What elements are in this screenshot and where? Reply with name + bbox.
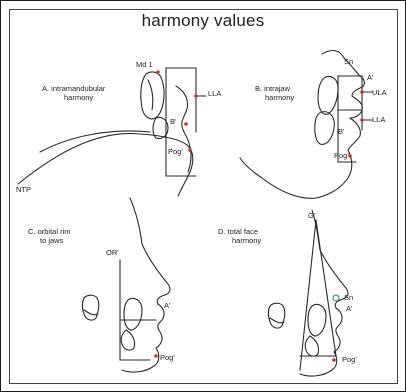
panel-a-label-b: B' [170,117,177,126]
panel-d-label-g: G' [308,211,316,220]
panel-a-profile [18,133,193,196]
panel-c-forehead [130,198,142,244]
panel-c-lips [156,304,164,348]
panel-c-incisors [124,298,142,330]
panel-b-label-ula: ULA [372,88,387,97]
panel-d-label-pog: Pog' [342,355,357,364]
panel-b-ula-dot [360,90,364,94]
panel-d-pog-dot [332,358,336,362]
panel-a-lla-dot [194,94,198,98]
panel-b-label-sn: Sn [344,57,353,66]
panel-b-lla-dot [360,118,364,122]
panel-a-b-dot [184,122,188,126]
panel-d-g-line-2 [316,220,336,356]
panel-b-drawing [240,51,372,199]
panel-c-label-or: OR' [106,248,119,257]
panel-c-heading-line2: to jaws [40,236,64,245]
panel-c-label-pog: Pog' [160,353,175,362]
panel-c-heading-line1: C. orbital rim [28,227,71,236]
panel-b-upper-incisor [318,76,338,114]
panel-c-label-a: A' [164,301,171,310]
panel-b-neck [240,158,316,198]
panel-c-molar [83,295,99,320]
panel-d-drawing [269,210,349,376]
panel-a-label-lla: LLA [208,89,221,98]
panel-a-heading-line2: harmony [64,93,93,102]
panel-d-heading-line2: harmony [232,236,261,245]
panel-d-lips [334,308,342,352]
panel-d-heading-line1: D. total face [218,227,258,236]
panel-c-drawing [83,198,171,372]
panel-b-heading-line2: harmony [265,93,294,102]
panel-b-lower-lip [348,118,360,150]
panel-b-upper-lip [350,96,362,118]
panel-a-md1-dot [156,70,160,74]
panel-a-pog-dot [188,148,192,152]
panel-a-mandible-line [40,131,150,152]
panel-d-incisors [308,304,326,336]
panel-a-soft-chin [184,132,191,172]
panel-d-sn-marker [333,295,339,301]
panel-a-heading-line1: A. intramandubular [42,84,106,93]
panel-a-label-pog: Pog' [168,147,183,156]
panel-b-label-a: A' [367,73,374,82]
panel-c-nose [142,244,170,304]
panel-c-pog-dot [154,354,158,358]
panel-a-label-md1: Md 1 [136,60,153,69]
panel-b-label-pog: Pog' [334,151,349,160]
panel-b-label-lla: LLA [372,115,385,124]
panel-b-label-b: B' [338,127,345,136]
panel-a-label-ntp: NTP [16,185,31,194]
panel-b-lower-incisor [315,112,335,145]
panel-d-label-a: A' [346,304,353,313]
panel-d-g-line-1 [300,220,316,370]
panel-b-heading-line1: B. intrajaw [255,84,291,93]
panel-d-label-sn: Sn [344,293,353,302]
panel-d-molar [269,303,285,328]
